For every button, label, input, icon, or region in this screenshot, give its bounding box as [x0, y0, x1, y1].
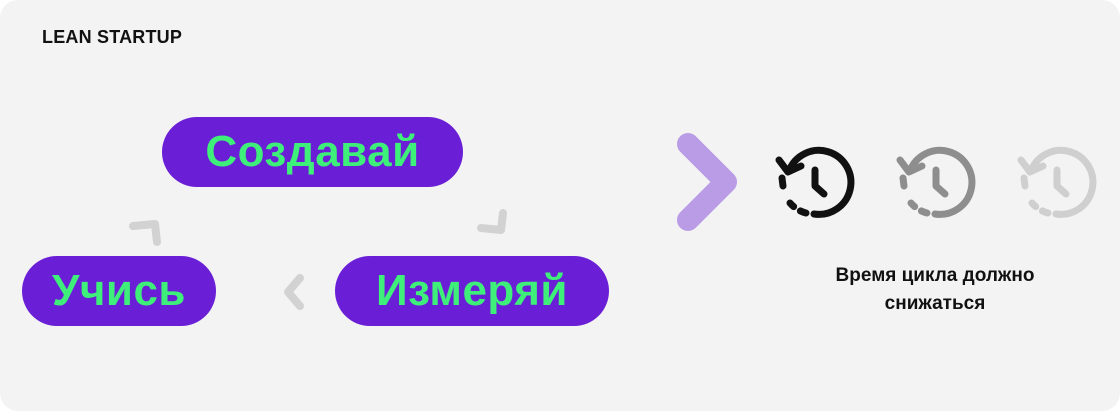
- connector-learn-to-build: [129, 220, 161, 246]
- history-clock-icon: [896, 146, 976, 218]
- step-learn-pill: Учись: [22, 256, 216, 326]
- connector-measure-to-learn: [284, 274, 304, 310]
- connector-build-to-measure: [477, 209, 507, 234]
- brand-title: LEAN STARTUP: [42, 27, 183, 47]
- cycle-time-caption: Время цикла должно снижаться: [835, 265, 1035, 314]
- result-chevron-icon: [677, 133, 737, 231]
- step-measure-pill: Измеряй: [335, 256, 609, 326]
- step-build-pill: Создавай: [162, 117, 463, 187]
- history-clock-icon: [1017, 146, 1097, 218]
- history-clock-icon: [775, 146, 855, 218]
